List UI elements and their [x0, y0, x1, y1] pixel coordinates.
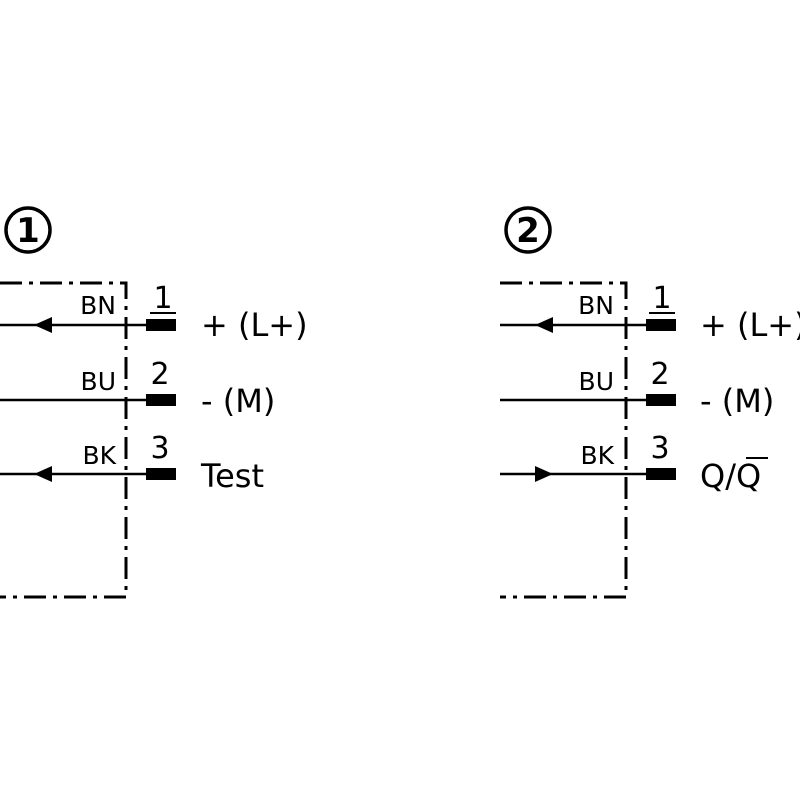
diagram-2-marker-number: 2	[516, 211, 540, 251]
diagram-1-signal-2: - (M)	[201, 382, 275, 420]
diagram-2-signal-1: + (L+)	[700, 306, 800, 344]
diagram-2-wire-bu: BU 2 - (M)	[500, 357, 774, 420]
diagram-2-marker: 2	[504, 206, 552, 254]
diagram-2-arrow-out-bn	[535, 317, 553, 333]
diagram-2-signal-2: - (M)	[700, 382, 774, 420]
diagram-1-wire-code-bk: BK	[82, 441, 116, 470]
diagram-1-arrow-out-bn	[34, 317, 52, 333]
diagram-1-wire-bu: BU 2 - (M)	[0, 357, 275, 420]
diagram-2: 2 BN 1 + (L+) BU 2 - (M) BK 3	[500, 206, 800, 599]
diagram-2-wire-code-bn: BN	[578, 291, 614, 320]
diagram-1-pin-2-terminal	[146, 394, 176, 406]
diagram-2-wire-bn: BN 1 + (L+)	[500, 281, 800, 344]
diagram-1-wire-code-bu: BU	[81, 367, 116, 396]
diagram-2-arrow-in-bk	[535, 466, 553, 482]
diagram-1-pin-number-1: 1	[153, 281, 172, 316]
diagram-2-wire-bk: BK 3 Q/Q	[500, 431, 768, 495]
diagram-2-pin-number-2: 2	[650, 357, 669, 392]
diagram-2-housing-boundary	[500, 281, 628, 599]
diagram-2-wire-code-bu: BU	[579, 367, 614, 396]
diagram-1-wire-bn: BN 1 + (L+)	[0, 281, 308, 344]
diagram-2-signal-3: Q/Q	[700, 457, 761, 495]
diagram-1-marker-number: 1	[16, 211, 40, 251]
diagram-1-wire-code-bn: BN	[80, 291, 116, 320]
diagram-1-pin-number-3: 3	[150, 431, 169, 466]
diagram-1-wire-bk: BK 3 Test	[0, 431, 264, 495]
diagram-1-pin-1-terminal	[146, 319, 176, 331]
diagram-1-pin-number-2: 2	[150, 357, 169, 392]
diagram-1-housing-boundary	[0, 281, 128, 599]
diagram-1-signal-3: Test	[200, 457, 264, 495]
diagram-1: 1 BN 1 + (L+) BU 2 - (M) BK 3	[0, 206, 308, 599]
diagram-1-marker: 1	[4, 206, 52, 254]
diagram-1-signal-1: + (L+)	[201, 306, 308, 344]
diagram-2-pin-1-terminal	[646, 319, 676, 331]
diagram-2-pin-2-terminal	[646, 394, 676, 406]
diagram-2-pin-3-terminal	[646, 468, 676, 480]
diagram-2-pin-number-1: 1	[652, 281, 671, 316]
diagram-2-pin-number-3: 3	[650, 431, 669, 466]
diagram-1-pin-3-terminal	[146, 468, 176, 480]
diagram-1-arrow-out-bk	[34, 466, 52, 482]
diagram-2-wire-code-bk: BK	[580, 441, 614, 470]
